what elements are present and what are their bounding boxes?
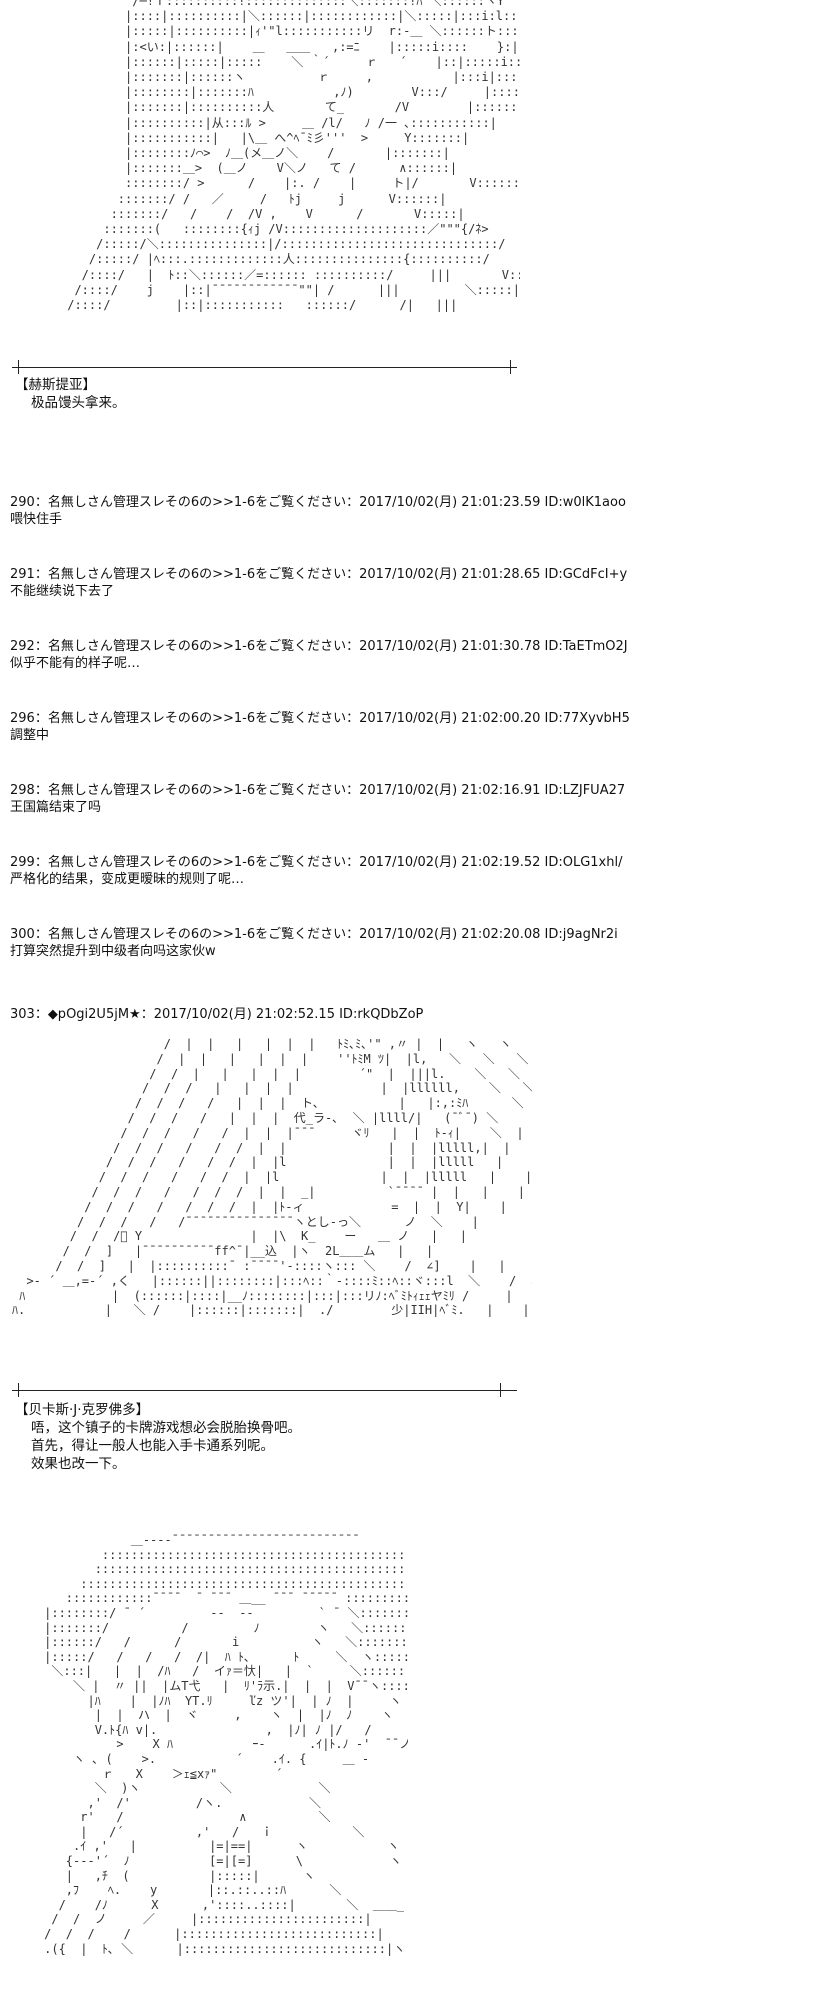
post-header: 290：名無しさん管理スレその6の>>1-6をご覧ください：2017/10/02…: [10, 495, 626, 510]
post-body: 王国篇结束了吗: [10, 800, 102, 815]
post-body: 似乎不能有的样子呢…: [10, 656, 141, 671]
art-baseline-tick-left: [18, 360, 19, 374]
post-header: 298：名無しさん管理スレその6の>>1-6をご覧ください：2017/10/02…: [10, 783, 626, 798]
art-baseline-tick-right: [500, 1383, 501, 1397]
post-300: 300：名無しさん管理スレその6の>>1-6をご覧ください：2017/10/02…: [10, 926, 800, 960]
art-baseline-1: [12, 367, 517, 368]
dialogue-line: 极品馒头拿来。: [31, 395, 126, 411]
speaker-name: 【贝卡斯·J·克罗佛多】: [15, 1402, 150, 1418]
art-baseline-tick-right: [510, 360, 511, 374]
dialogue-line: 效果也改一下。: [31, 1456, 126, 1472]
post-299: 299：名無しさん管理スレその6の>>1-6をご覧ください：2017/10/02…: [10, 854, 800, 888]
post-291: 291：名無しさん管理スレその6の>>1-6をご覧ください：2017/10/02…: [10, 566, 800, 600]
post-body: 严格化的结果，变成更暧昧的规则了呢…: [10, 872, 245, 887]
ascii-art-girl: ＿--‐‐¯¯¯¯¯¯¯¯¯¯¯¯¯¯¯¯¯¯¯¯¯¯¯¯¯¯ ::::::::…: [44, 1533, 408, 1956]
post-298: 298：名無しさん管理スレその6の>>1-6をご覧ください：2017/10/02…: [10, 782, 800, 816]
post-body: 打算突然提升到中级者向吗这家伙w: [10, 944, 216, 959]
art-baseline-2: [12, 1390, 517, 1391]
ascii-art-hestia: /─!ｉ::::::::::!::::::::::::::＼:::::::!ﾊ …: [67, 0, 520, 313]
caption-hestia: 【赫斯提亚】 极品馒头拿来。: [15, 376, 126, 412]
art-baseline-tick-left: [18, 1383, 19, 1397]
post-header: 300：名無しさん管理スレその6の>>1-6をご覧ください：2017/10/02…: [10, 927, 618, 942]
post-296: 296：名無しさん管理スレその6の>>1-6をご覧ください：2017/10/02…: [10, 710, 800, 744]
post-body: 不能继续说下去了: [10, 584, 115, 599]
dialogue-line: 唔，这个镇子的卡牌游戏想必会脱胎换骨吧。: [31, 1420, 301, 1436]
ascii-art-pegasus: / | | | | | | ﾄﾐ､ﾐ､'" ,〃 | | ヽ ヽ ヽ / | |…: [12, 1037, 532, 1318]
post-303: 303：◆pOgi2U5jM★：2017/10/02(月) 21:02:52.1…: [10, 1006, 800, 1023]
post-290: 290：名無しさん管理スレその6の>>1-6をご覧ください：2017/10/02…: [10, 494, 800, 528]
post-header: 299：名無しさん管理スレその6の>>1-6をご覧ください：2017/10/02…: [10, 855, 623, 870]
speaker-name: 【赫斯提亚】: [15, 377, 96, 393]
post-header: 303：◆pOgi2U5jM★：2017/10/02(月) 21:02:52.1…: [10, 1007, 424, 1022]
post-292: 292：名無しさん管理スレその6の>>1-6をご覧ください：2017/10/02…: [10, 638, 800, 672]
post-body: 調整中: [10, 728, 50, 743]
post-body: 喂快住手: [10, 512, 63, 527]
post-header: 292：名無しさん管理スレその6の>>1-6をご覧ください：2017/10/02…: [10, 639, 628, 654]
post-header: 296：名無しさん管理スレその6の>>1-6をご覧ください：2017/10/02…: [10, 711, 630, 726]
post-header: 291：名無しさん管理スレその6の>>1-6をご覧ください：2017/10/02…: [10, 567, 628, 582]
dialogue-line: 首先，得让一般人也能入手卡通系列呢。: [31, 1438, 274, 1454]
caption-pegasus: 【贝卡斯·J·克罗佛多】 唔，这个镇子的卡牌游戏想必会脱胎换骨吧。 首先，得让一…: [15, 1401, 301, 1473]
